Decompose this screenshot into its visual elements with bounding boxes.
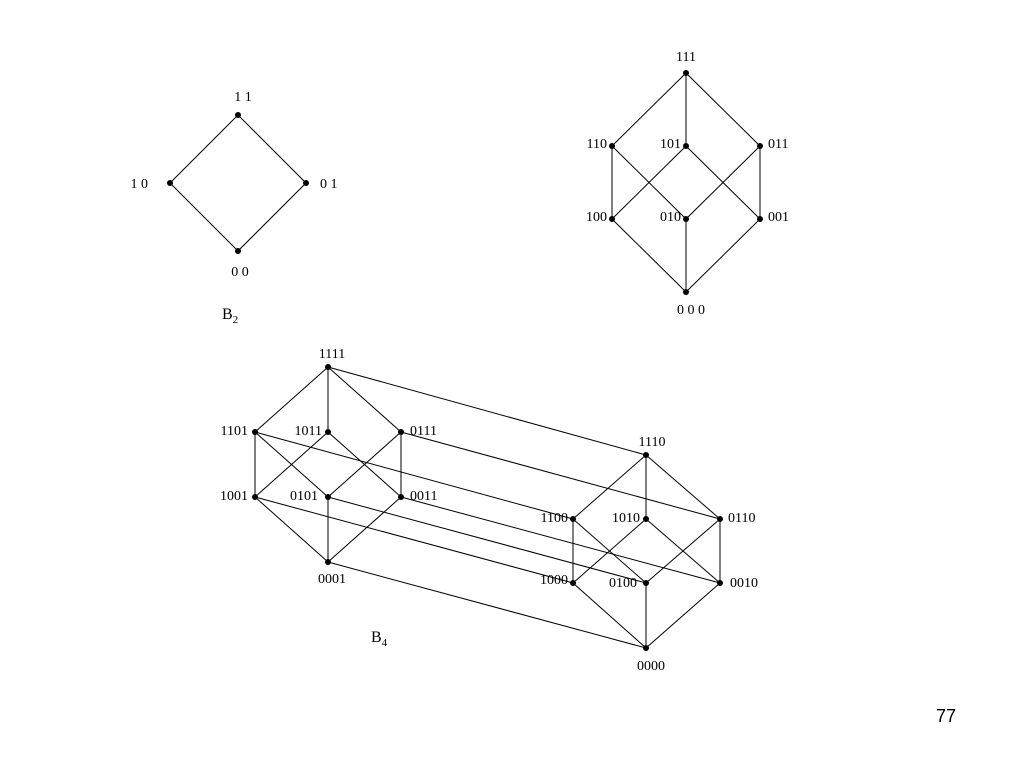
b4-label-1101: 1101 bbox=[221, 424, 248, 439]
b3-label-000: 0 0 0 bbox=[677, 303, 705, 318]
b3-edge-101-100 bbox=[611, 145, 687, 220]
b2-node-01 bbox=[303, 180, 309, 186]
b3-node-010 bbox=[683, 216, 689, 222]
b2-label-10: 1 0 bbox=[131, 177, 149, 192]
b4-node-1110 bbox=[643, 452, 649, 458]
b4-edge-0011-0001 bbox=[327, 496, 402, 563]
edges-layer bbox=[169, 72, 761, 649]
b3-edge-111-110 bbox=[611, 72, 687, 147]
b4-node-1111 bbox=[325, 364, 331, 370]
b4-node-1010 bbox=[643, 516, 649, 522]
b2-label-00: 0 0 bbox=[231, 265, 249, 280]
b4-node-0010 bbox=[717, 580, 723, 586]
b4-label-0100: 0100 bbox=[609, 576, 637, 591]
b3-label-011: 011 bbox=[768, 137, 788, 152]
b2-caption: B2 bbox=[222, 306, 238, 326]
b2-label-11: 1 1 bbox=[234, 90, 252, 105]
b3-node-111 bbox=[683, 70, 689, 76]
b4-node-0001 bbox=[325, 559, 331, 565]
b4-label-0101: 0101 bbox=[290, 489, 318, 504]
b4-edge-1111-1110 bbox=[327, 366, 647, 456]
b3-edge-100-000 bbox=[611, 218, 687, 293]
b4-edge-1001-0001 bbox=[254, 496, 329, 563]
b4-node-1000 bbox=[570, 580, 576, 586]
b4-edge-1111-1101 bbox=[254, 366, 329, 433]
b4-edge-1011-1001 bbox=[254, 431, 329, 498]
b4-edge-0010-0000 bbox=[645, 582, 721, 649]
b4-label-1010: 1010 bbox=[612, 511, 640, 526]
b4-edge-0111-0110 bbox=[400, 431, 721, 520]
b4-edge-1110-1100 bbox=[572, 454, 647, 520]
b4-label-1110: 1110 bbox=[639, 435, 666, 450]
b4-edge-1010-1000 bbox=[572, 518, 647, 584]
b4-node-1011 bbox=[325, 429, 331, 435]
b3-label-001: 001 bbox=[768, 210, 789, 225]
b3-node-101 bbox=[683, 143, 689, 149]
b3-node-000 bbox=[683, 289, 689, 295]
b2-edge-11-01 bbox=[237, 114, 307, 184]
b4-edge-0101-0100 bbox=[327, 496, 647, 584]
b3-label-100: 100 bbox=[586, 210, 607, 225]
b3-label-110: 110 bbox=[587, 137, 607, 152]
b4-label-1011: 1011 bbox=[295, 424, 322, 439]
b4-edge-1001-1000 bbox=[254, 496, 574, 584]
b4-label-0110: 0110 bbox=[728, 511, 755, 526]
b4-node-0110 bbox=[717, 516, 723, 522]
b4-edge-0110-0100 bbox=[645, 518, 721, 584]
b4-node-0000 bbox=[643, 645, 649, 651]
b4-node-1101 bbox=[252, 429, 258, 435]
b4-label-1100: 1100 bbox=[541, 511, 568, 526]
b4-node-0011 bbox=[398, 494, 404, 500]
b3-node-110 bbox=[609, 143, 615, 149]
b4-label-1001: 1001 bbox=[220, 489, 248, 504]
b4-edge-0111-0101 bbox=[327, 431, 402, 498]
b4-edge-0011-0010 bbox=[400, 496, 721, 584]
b2-node-11 bbox=[235, 112, 241, 118]
b3-edge-001-000 bbox=[685, 218, 761, 293]
b4-caption: B4 bbox=[371, 629, 388, 649]
b3-label-010: 010 bbox=[660, 210, 681, 225]
b2-edge-01-00 bbox=[237, 182, 307, 252]
b4-edge-1000-0000 bbox=[572, 582, 647, 649]
b3-node-100 bbox=[609, 216, 615, 222]
b2-node-00 bbox=[235, 248, 241, 254]
b4-edge-1111-0111 bbox=[327, 366, 402, 433]
b2-edge-10-00 bbox=[169, 182, 239, 252]
b4-node-0100 bbox=[643, 580, 649, 586]
b3-node-011 bbox=[757, 143, 763, 149]
b4-label-0011: 0011 bbox=[410, 489, 437, 504]
b3-label-101: 101 bbox=[660, 137, 681, 152]
b2-node-10 bbox=[167, 180, 173, 186]
b4-label-0111: 0111 bbox=[410, 424, 437, 439]
b4-node-0111 bbox=[398, 429, 404, 435]
b4-edge-1110-0110 bbox=[645, 454, 721, 520]
b4-label-0010: 0010 bbox=[730, 576, 758, 591]
b4-node-0101 bbox=[325, 494, 331, 500]
b4-label-0000: 0000 bbox=[637, 659, 665, 674]
b3-edge-011-010 bbox=[685, 145, 761, 220]
b4-label-1111: 1111 bbox=[319, 347, 345, 362]
b2-edge-11-10 bbox=[169, 114, 239, 184]
b4-edge-0001-0000 bbox=[327, 561, 647, 649]
b4-label-0001: 0001 bbox=[318, 572, 346, 587]
page-number: 77 bbox=[936, 706, 957, 726]
nodes-layer bbox=[167, 70, 763, 651]
b3-edge-111-011 bbox=[685, 72, 761, 147]
b4-node-1001 bbox=[252, 494, 258, 500]
b3-label-111: 111 bbox=[676, 50, 696, 65]
b4-node-1100 bbox=[570, 516, 576, 522]
b3-node-001 bbox=[757, 216, 763, 222]
b4-edge-1101-1100 bbox=[254, 431, 574, 520]
b4-label-1000: 1000 bbox=[540, 573, 568, 588]
b2-label-01: 0 1 bbox=[320, 177, 338, 192]
